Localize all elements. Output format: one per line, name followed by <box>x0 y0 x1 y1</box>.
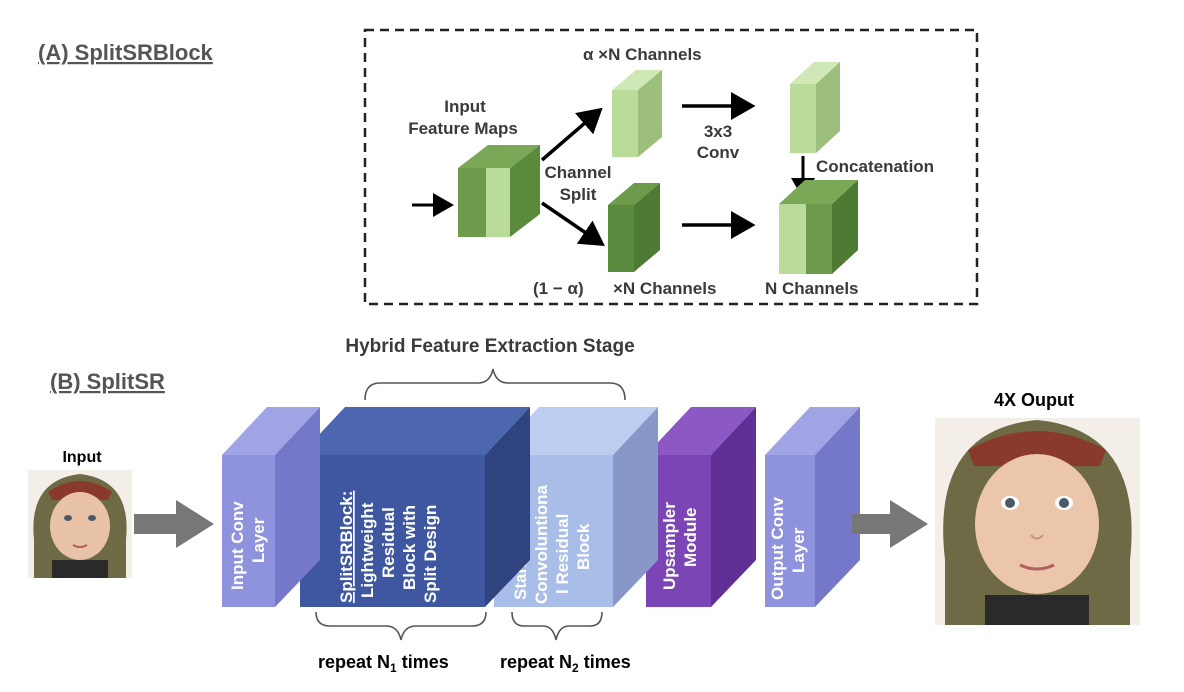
output-conv-block: Output Conv Layer <box>765 407 860 607</box>
conv-label-1: 3x3 <box>704 122 732 141</box>
splitsr-block-border <box>363 28 979 306</box>
input-conv-text-1: Input Conv <box>228 501 247 590</box>
channel-split-label-1: Channel <box>544 163 611 182</box>
output-conv-text-2: Layer <box>789 527 808 573</box>
one-minus-alpha-channels-label: ×N Channels <box>613 279 716 298</box>
splitsr-text-4: Split Design <box>421 505 440 603</box>
split-arrow-up <box>540 107 603 162</box>
input-flow-arrow <box>134 500 214 548</box>
input-conv-text-2: Layer <box>249 517 268 563</box>
repeat1-label: repeat N1 times <box>318 652 449 675</box>
output-conv-text-1: Output Conv <box>768 497 787 600</box>
conv-label-2: Conv <box>697 143 740 162</box>
panel-a-heading: (A) SplitSRBlock <box>38 40 214 65</box>
input-feature-maps-label-2: Feature Maps <box>408 119 518 138</box>
input-conv-block: Input Conv Layer <box>222 407 320 607</box>
channel-split-label-2: Split <box>560 185 597 204</box>
splitsr-text-1: Lightweight <box>358 502 377 598</box>
upsampler-block: Upsampler Module <box>646 407 756 607</box>
alpha-channel-block <box>612 70 662 157</box>
one-minus-alpha-block <box>608 183 660 272</box>
concatenation-label: Concatenation <box>816 157 934 176</box>
input-label: Input <box>62 449 102 466</box>
conv-output-block <box>790 62 840 153</box>
stage-label: Hybrid Feature Extraction Stage <box>345 336 634 357</box>
splitsr-block: SplitSRBlock: Lightweight Residual Block… <box>300 407 530 607</box>
repeat2-label: repeat N2 times <box>500 652 631 675</box>
splitsr-title-text: SplitSRBlock: <box>337 491 356 603</box>
standard-text-4: Block <box>574 523 593 570</box>
standard-text-2: Convoluntiona <box>532 484 551 604</box>
standard-text-3: l Residual <box>553 514 572 594</box>
repeat2-brace <box>511 611 603 641</box>
upsampler-text-2: Module <box>681 508 700 568</box>
stage-brace <box>364 368 626 401</box>
concatenated-block <box>779 180 858 274</box>
input-feature-map-block <box>458 145 540 237</box>
upsampler-text-1: Upsampler <box>660 502 679 590</box>
output-label: 4X Ouput <box>994 390 1074 410</box>
splitsr-text-2: Residual <box>379 507 398 578</box>
one-minus-alpha-label: (1 − α) <box>533 279 584 298</box>
splitsr-text-3: Block with <box>400 505 419 590</box>
repeat1-brace <box>315 611 487 641</box>
output-flow-arrow <box>852 500 928 548</box>
output-image <box>935 418 1140 625</box>
input-feature-maps-label-1: Input <box>444 97 486 116</box>
alpha-channels-label: α ×N Channels <box>583 45 702 64</box>
n-channels-label: N Channels <box>765 279 859 298</box>
split-arrow-down <box>541 201 605 246</box>
panel-b-heading: (B) SplitSR <box>50 369 165 394</box>
input-image <box>28 470 132 578</box>
